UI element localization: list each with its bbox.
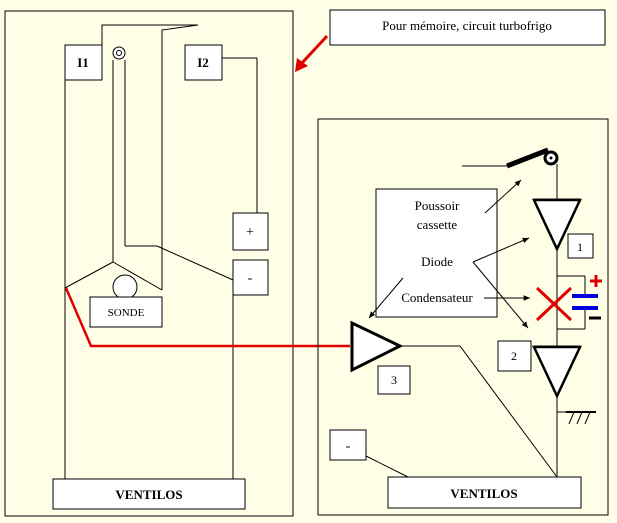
left-panel: VENTILOS I1 I2 SONDE + (4, 10, 294, 517)
note-text: Pour mémoire, circuit turbofrigo (382, 18, 552, 33)
left-ventilos-label: VENTILOS (115, 487, 182, 502)
i2-label: I2 (197, 55, 209, 70)
diode-icon (532, 198, 582, 252)
ground-icon (556, 396, 596, 477)
right-minus-label: - (346, 439, 351, 454)
left-minus-label: - (248, 271, 253, 286)
poussoir-line1: Poussoir (415, 198, 460, 213)
amplifier-icon (350, 320, 404, 373)
diode-text: Diode (421, 254, 453, 269)
diode-2-icon (532, 345, 582, 399)
num1-label: 1 (577, 240, 583, 254)
arrow-icon (368, 179, 530, 329)
switch-icon (462, 147, 559, 169)
num2-label: 2 (511, 349, 517, 363)
i1-label: I1 (77, 55, 89, 70)
condensateur-text: Condensateur (401, 290, 473, 305)
cross-out-icon (535, 286, 573, 322)
red-wire (64, 287, 350, 348)
sonde-label: SONDE (108, 307, 145, 319)
num3-label: 3 (391, 373, 397, 387)
note-box: Pour mémoire, circuit turbofrigo (329, 9, 606, 46)
right-panel: Poussoir cassette Diode Condensateur 1 (317, 118, 609, 516)
right-ventilos-label: VENTILOS (450, 486, 517, 501)
capacitor-icon (572, 275, 602, 320)
probe-icon (64, 46, 234, 300)
note-arrow-icon (295, 34, 329, 72)
poussoir-line2: cassette (417, 217, 458, 232)
left-plus-label: + (246, 225, 254, 240)
